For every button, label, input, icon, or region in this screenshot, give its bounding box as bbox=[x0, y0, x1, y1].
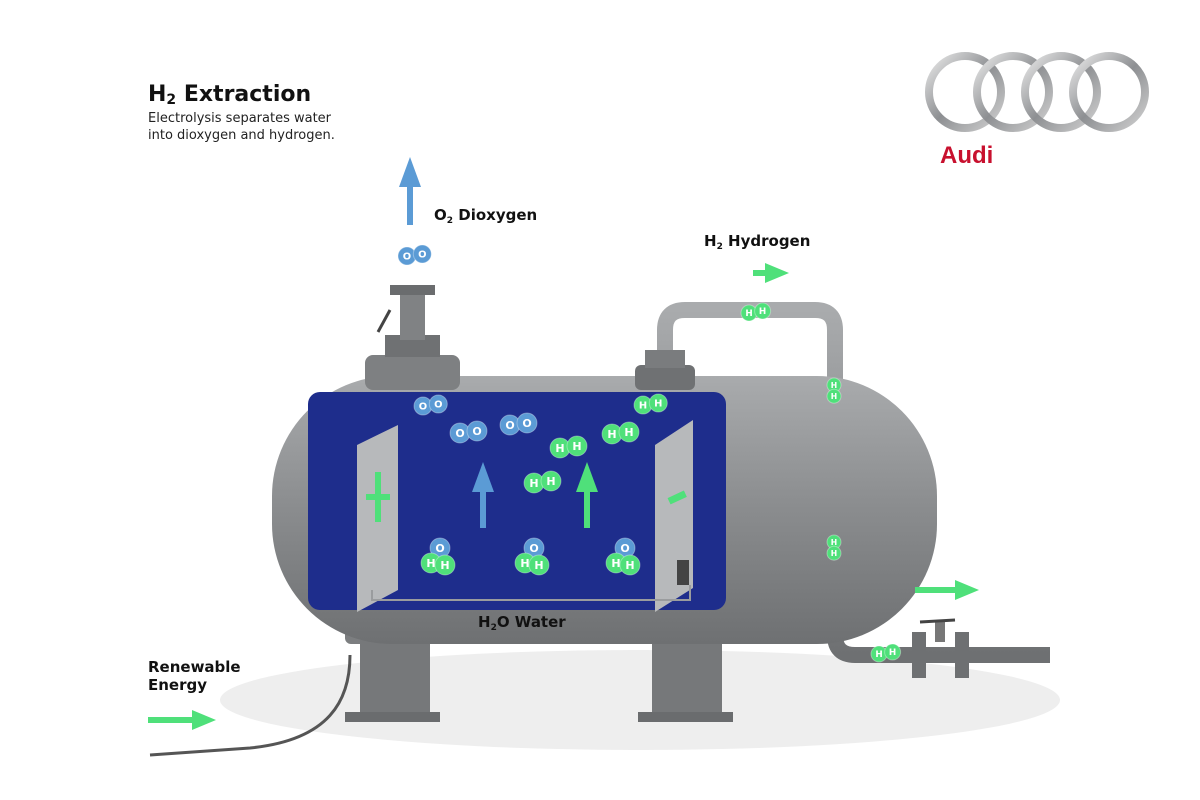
subtitle-line: Electrolysis separates water bbox=[148, 111, 332, 126]
h2-molecule: HH bbox=[826, 377, 842, 404]
hydrogen-output-arrow-icon bbox=[915, 580, 979, 600]
svg-text:O: O bbox=[419, 402, 427, 413]
svg-text:H: H bbox=[745, 309, 752, 319]
energy-arrow-icon bbox=[148, 710, 216, 730]
svg-text:H: H bbox=[875, 650, 882, 660]
svg-text:O: O bbox=[418, 250, 426, 261]
dioxygen-label: O2 Dioxygen bbox=[434, 206, 538, 226]
subtitle-line: into dioxygen and hydrogen. bbox=[148, 128, 335, 143]
svg-text:O: O bbox=[455, 427, 464, 440]
svg-text:H: H bbox=[607, 428, 616, 441]
svg-text:H: H bbox=[625, 559, 634, 572]
oxygen-rising-arrow-icon bbox=[472, 462, 494, 528]
water-label: H2O Water bbox=[478, 613, 566, 633]
svg-text:O: O bbox=[529, 542, 538, 555]
svg-text:O: O bbox=[472, 425, 481, 438]
svg-text:H: H bbox=[831, 381, 837, 390]
svg-text:H: H bbox=[759, 307, 766, 317]
h2-molecule: HH bbox=[826, 534, 842, 561]
svg-text:O: O bbox=[434, 400, 442, 411]
svg-text:O: O bbox=[522, 417, 531, 430]
hydrogen-label: H2 Hydrogen bbox=[704, 232, 811, 252]
svg-text:H: H bbox=[831, 538, 837, 547]
page-title: H2 Extraction bbox=[148, 82, 312, 108]
circuit-wire bbox=[371, 585, 691, 601]
svg-text:H: H bbox=[529, 477, 538, 490]
svg-text:H: H bbox=[572, 440, 581, 453]
floor-shadow bbox=[220, 650, 1060, 750]
svg-text:O: O bbox=[403, 252, 411, 263]
audi-logo-rings bbox=[925, 52, 1149, 132]
svg-text:H: H bbox=[831, 392, 837, 401]
hydrogen-rising-arrow-icon bbox=[576, 462, 598, 528]
svg-text:H: H bbox=[889, 648, 896, 658]
hydrogen-flow-arrow-icon bbox=[753, 263, 789, 283]
outlet-valve bbox=[912, 618, 969, 678]
svg-text:H: H bbox=[440, 559, 449, 572]
svg-text:O: O bbox=[505, 419, 514, 432]
svg-text:O: O bbox=[435, 542, 444, 555]
power-cable bbox=[149, 654, 352, 757]
svg-text:H: H bbox=[611, 557, 620, 570]
oxygen-arrow-icon bbox=[399, 157, 421, 225]
page-subtitle: Electrolysis separates water into dioxyg… bbox=[148, 110, 335, 144]
hydrogen-pipe bbox=[657, 302, 1050, 663]
svg-text:O: O bbox=[620, 542, 629, 555]
svg-text:H: H bbox=[831, 549, 837, 558]
svg-text:H: H bbox=[624, 426, 633, 439]
oxygen-outlet-valve bbox=[365, 285, 460, 390]
svg-text:H: H bbox=[534, 559, 543, 572]
hydrogen-outlet-flange bbox=[635, 350, 695, 390]
svg-text:H: H bbox=[520, 557, 529, 570]
minus-sign-icon bbox=[667, 490, 687, 505]
svg-text:H: H bbox=[546, 475, 555, 488]
svg-text:H: H bbox=[654, 399, 662, 410]
svg-text:H: H bbox=[555, 442, 564, 455]
svg-text:H: H bbox=[426, 557, 435, 570]
audi-logo-text: Audi bbox=[940, 142, 994, 169]
svg-text:H: H bbox=[639, 401, 647, 412]
